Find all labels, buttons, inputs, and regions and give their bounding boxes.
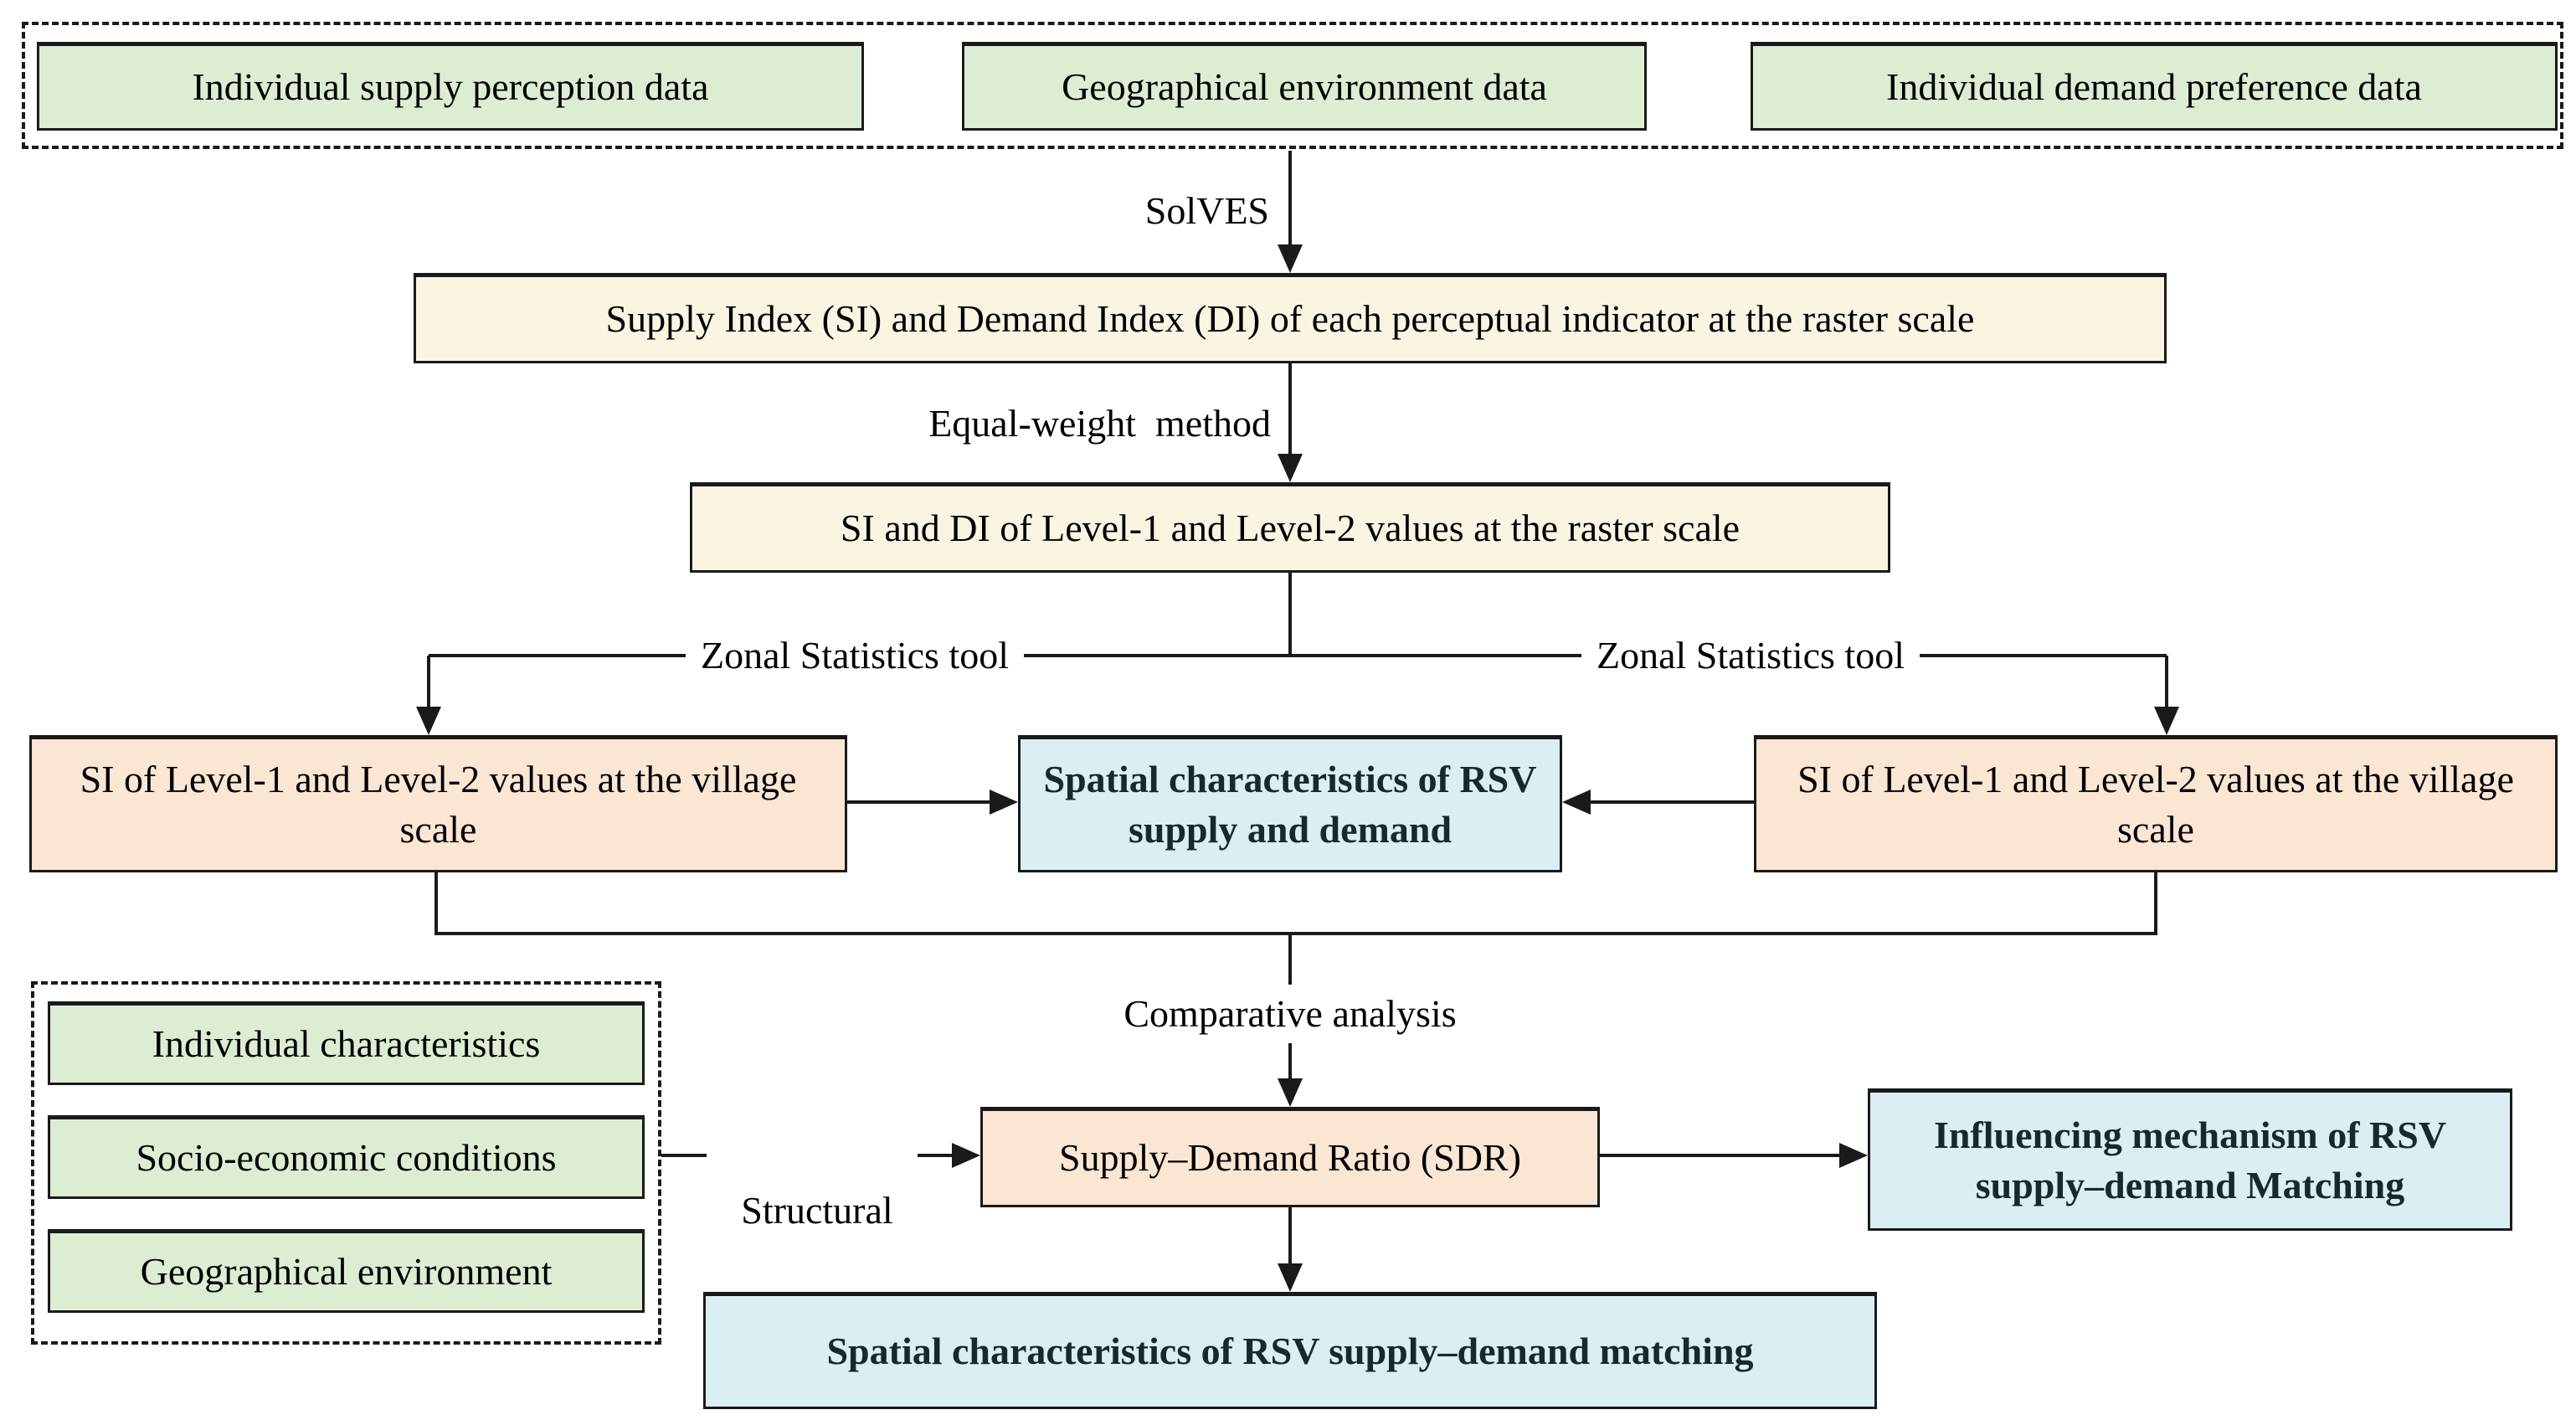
box-geographical-environment: Geographical environment xyxy=(48,1229,645,1313)
connector-raster-to-branch xyxy=(1288,573,1292,656)
arrow-right-to-spatial-head xyxy=(1562,790,1591,815)
box-supply-demand-index-raster: Supply Index (SI) and Demand Index (DI) … xyxy=(414,273,2167,363)
arrow-branch-left-head xyxy=(416,707,441,735)
box-individual-supply-perception-data: Individual supply perception data xyxy=(37,42,864,131)
arrow-left-to-spatial-line xyxy=(847,800,990,804)
box-influencing-mechanism: Influencing mechanism of RSV supply–dema… xyxy=(1868,1088,2512,1231)
arrow-sdr-to-matching-line xyxy=(1288,1207,1292,1263)
connector-village-left-drop xyxy=(434,872,438,935)
arrow-branch-right-line xyxy=(2165,656,2168,707)
input-data-group-border xyxy=(22,22,2563,149)
arrow-sdr-to-matching-head xyxy=(1278,1263,1303,1292)
arrow-solves-head xyxy=(1278,244,1303,273)
arrow-equal-weight-head xyxy=(1278,454,1303,482)
connector-lower-horizontal xyxy=(434,932,2157,935)
arrow-solves-line xyxy=(1288,151,1292,244)
box-si-levels-village-left: SI of Level-1 and Level-2 values at the … xyxy=(29,735,847,872)
box-geographical-environment-data: Geographical environment data xyxy=(962,42,1647,131)
connector-village-right-drop xyxy=(2154,872,2157,935)
label-zonal-statistics-left: Zonal Statistics tool xyxy=(686,626,1024,685)
arrow-comparative-head xyxy=(1278,1078,1303,1107)
arrow-equal-weight-line xyxy=(1288,363,1292,454)
connector-branch-horizontal xyxy=(429,654,2167,657)
arrow-left-to-spatial-head xyxy=(990,790,1018,815)
label-zonal-statistics-right: Zonal Statistics tool xyxy=(1581,626,1920,685)
box-spatial-characteristics-supply-demand: Spatial characteristics of RSV supply an… xyxy=(1018,735,1562,872)
label-equal-weight-method: Equal-weight method xyxy=(928,402,1271,445)
box-supply-demand-ratio: Supply–Demand Ratio (SDR) xyxy=(980,1107,1600,1207)
arrow-branch-right-head xyxy=(2154,707,2179,735)
box-si-levels-village-right: SI of Level-1 and Level-2 values at the … xyxy=(1754,735,2558,872)
connector-determinants-stub xyxy=(661,1154,707,1157)
arrow-sem-to-sdr-line xyxy=(918,1154,952,1157)
box-individual-demand-preference-data: Individual demand preference data xyxy=(1751,42,2558,131)
sem-line-1: Structural xyxy=(741,1188,893,1232)
box-spatial-characteristics-matching: Spatial characteristics of RSV supply–de… xyxy=(703,1292,1877,1409)
box-socio-economic-conditions: Socio-economic conditions xyxy=(48,1115,645,1199)
arrow-sem-to-sdr-head xyxy=(952,1143,980,1168)
box-individual-characteristics: Individual characteristics xyxy=(48,1001,645,1085)
label-comparative-analysis: Comparative analysis xyxy=(1108,985,1472,1043)
arrow-branch-left-line xyxy=(427,656,430,707)
label-solves: SolVES xyxy=(1144,189,1269,232)
box-si-di-levels-raster: SI and DI of Level-1 and Level-2 values … xyxy=(690,482,1890,573)
arrow-right-to-spatial-line xyxy=(1591,800,1754,804)
arrow-sdr-to-influencing-head xyxy=(1839,1143,1868,1168)
determinants-group-border xyxy=(31,981,661,1345)
arrow-sdr-to-influencing-line xyxy=(1600,1154,1839,1157)
